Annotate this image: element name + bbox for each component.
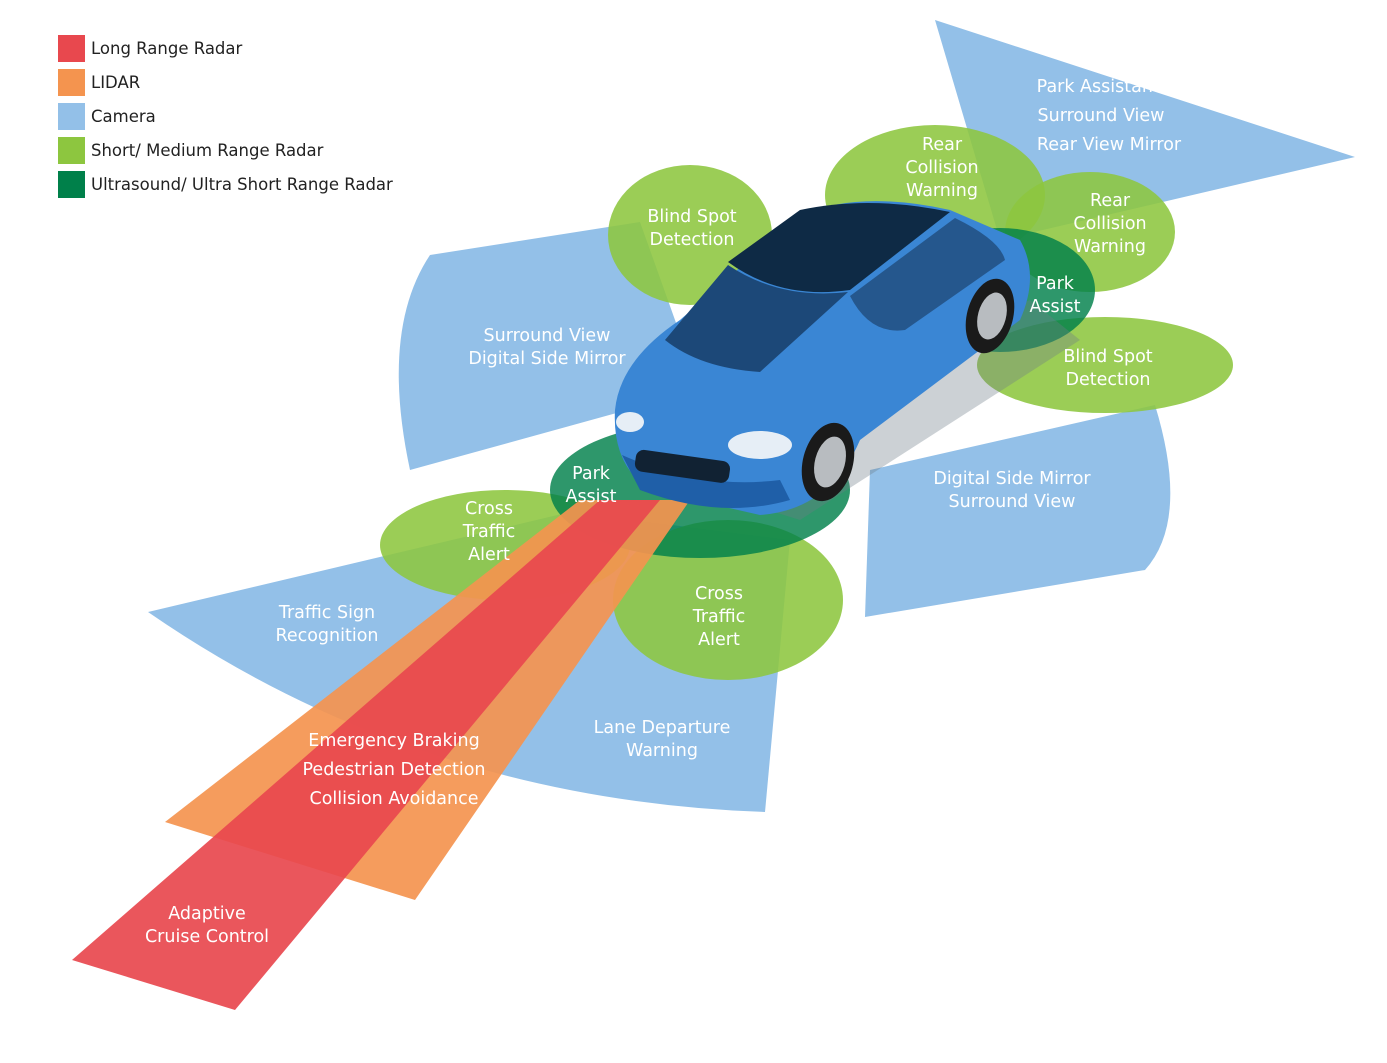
label-park-assist-rear: Park bbox=[1036, 274, 1075, 294]
label-rear-collision-1: Collision bbox=[905, 158, 978, 178]
car-side-window bbox=[850, 218, 1005, 331]
camera-zone-right bbox=[865, 405, 1171, 617]
legend-item-long-range-radar: Long Range Radar bbox=[58, 31, 393, 65]
label-rear-view-mirror: Rear View Mirror bbox=[1037, 135, 1182, 155]
label-cross-traffic-right: Traffic bbox=[692, 607, 746, 627]
label-rear-collision-2: Collision bbox=[1073, 214, 1146, 234]
label-side-mirror-right: Digital Side Mirror bbox=[933, 469, 1091, 489]
label-cross-traffic-left: Alert bbox=[468, 545, 510, 565]
label-collision-avoidance: Collision Avoidance bbox=[309, 789, 478, 809]
label-lane-departure: Warning bbox=[626, 741, 698, 761]
legend-swatch bbox=[58, 170, 85, 198]
legend-label: Long Range Radar bbox=[91, 38, 243, 58]
label-rear-collision-1: Warning bbox=[906, 181, 978, 201]
legend-item-ultrasound: Ultrasound/ Ultra Short Range Radar bbox=[58, 167, 393, 201]
legend-label: Camera bbox=[91, 106, 156, 126]
label-side-mirror-right: Surround View bbox=[949, 492, 1076, 512]
label-traffic-sign: Traffic Sign bbox=[278, 603, 375, 623]
label-cross-traffic-right: Cross bbox=[695, 584, 743, 604]
label-adaptive-cruise: Adaptive bbox=[168, 904, 245, 924]
legend-item-short-medium-radar: Short/ Medium Range Radar bbox=[58, 133, 393, 167]
label-pedestrian-detection: Pedestrian Detection bbox=[303, 760, 486, 780]
label-rear-collision-2: Rear bbox=[1090, 191, 1131, 211]
car-windshield bbox=[665, 265, 848, 372]
car-headlight-left bbox=[616, 412, 644, 432]
label-cross-traffic-left: Cross bbox=[465, 499, 513, 519]
label-traffic-sign: Recognition bbox=[275, 626, 378, 646]
car-headlight-right bbox=[728, 431, 792, 459]
radar-zone-cross-traffic-right bbox=[613, 520, 843, 680]
car-roof-glass bbox=[728, 202, 950, 293]
label-rear-collision-2: Warning bbox=[1074, 237, 1146, 257]
label-cross-traffic-left: Traffic bbox=[462, 522, 516, 542]
legend-swatch bbox=[58, 34, 85, 62]
label-surround-view-left: Surround View bbox=[484, 326, 611, 346]
label-lane-departure: Lane Departure bbox=[594, 718, 731, 738]
label-blind-spot-right: Blind Spot bbox=[1063, 347, 1152, 367]
label-park-assist-front: Assist bbox=[565, 487, 616, 507]
label-rear-collision-1: Rear bbox=[922, 135, 963, 155]
legend-label: Ultrasound/ Ultra Short Range Radar bbox=[91, 174, 393, 194]
legend-item-lidar: LIDAR bbox=[58, 65, 393, 99]
legend-swatch bbox=[58, 68, 85, 96]
label-cross-traffic-right: Alert bbox=[698, 630, 740, 650]
legend-swatch bbox=[58, 136, 85, 164]
label-park-assist-front: Park bbox=[572, 464, 611, 484]
legend-swatch bbox=[58, 102, 85, 130]
car bbox=[614, 201, 1080, 520]
label-blind-spot-left: Blind Spot bbox=[647, 207, 736, 227]
label-park-assistance: Park Assistance bbox=[1037, 77, 1174, 97]
legend-label: LIDAR bbox=[91, 72, 141, 92]
label-adaptive-cruise: Cruise Control bbox=[145, 927, 269, 947]
long-range-radar-beam bbox=[72, 500, 660, 1010]
legend: Long Range Radar LIDAR Camera Short/ Med… bbox=[58, 31, 393, 201]
label-surround-view-rear: Surround View bbox=[1038, 106, 1165, 126]
label-surround-view-left: Digital Side Mirror bbox=[468, 349, 626, 369]
legend-item-camera: Camera bbox=[58, 99, 393, 133]
label-emergency-braking: Emergency Braking bbox=[308, 731, 479, 751]
car-hub-front bbox=[814, 436, 846, 488]
car-front-bumper bbox=[622, 455, 790, 508]
car-hub-rear bbox=[977, 292, 1007, 340]
legend-label: Short/ Medium Range Radar bbox=[91, 140, 324, 160]
label-blind-spot-right: Detection bbox=[1065, 370, 1150, 390]
car-grille bbox=[634, 449, 731, 483]
label-blind-spot-left: Detection bbox=[649, 230, 734, 250]
label-park-assist-rear: Assist bbox=[1029, 297, 1080, 317]
